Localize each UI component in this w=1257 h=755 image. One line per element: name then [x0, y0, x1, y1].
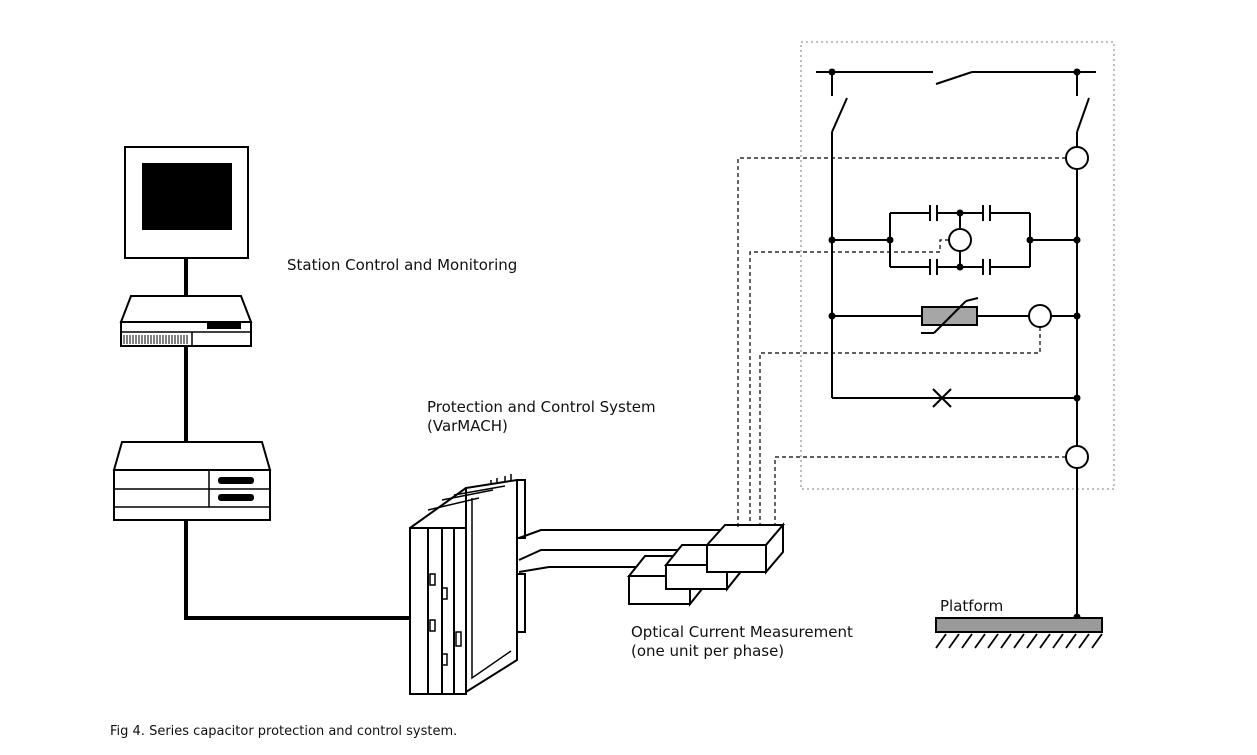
monitor-icon: [124, 146, 249, 259]
single-line-diagram: [816, 71, 1096, 617]
protection-label-line1: Protection and Control System: [427, 398, 656, 416]
server-icon: [119, 295, 253, 347]
optical-fibres: [737, 157, 1066, 530]
protection-label-line2: (VarMACH): [427, 417, 508, 435]
control-cabinet-icon: [112, 441, 272, 521]
varmach-cabinet-icon: [409, 474, 526, 695]
optical-label-line2: (one unit per phase): [631, 642, 785, 660]
optical-label-line1: Optical Current Measurement: [631, 623, 853, 641]
platform-enclosure: [800, 41, 1115, 490]
platform-label: Platform: [940, 597, 1004, 615]
figure-caption: Fig 4. Series capacitor protection and c…: [110, 724, 458, 739]
junction-dots: [828, 68, 1081, 621]
station-label: Station Control and Monitoring: [287, 256, 518, 274]
platform-ground: [935, 617, 1103, 649]
cabinet-to-varmach-cable: [184, 520, 410, 620]
fiber-bundle: [518, 529, 734, 573]
optical-unit-icon: [626, 522, 786, 607]
